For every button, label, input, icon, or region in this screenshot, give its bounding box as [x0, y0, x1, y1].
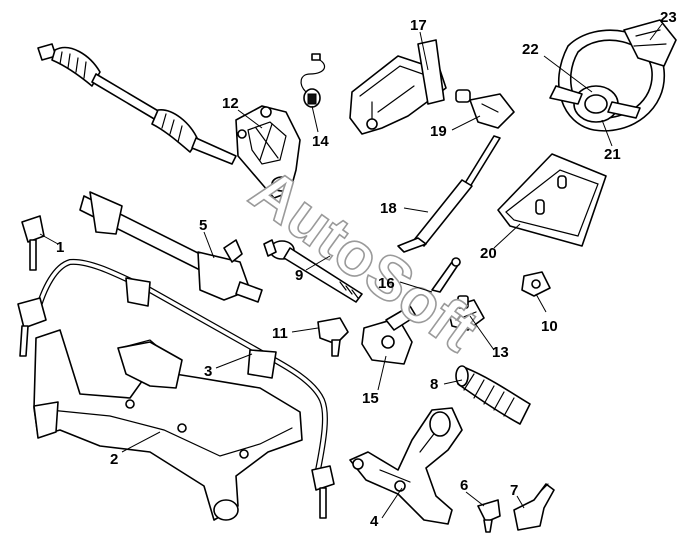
callout-12: 12 [222, 95, 239, 112]
callout-15: 15 [362, 390, 379, 407]
callout-7: 7 [510, 482, 518, 499]
tie-rod-end-stud [431, 257, 461, 293]
callout-9: 9 [295, 267, 303, 284]
callout-18: 18 [380, 200, 397, 217]
steering-shaft [397, 135, 501, 253]
callout-6: 6 [460, 477, 468, 494]
callout-13: 13 [492, 344, 509, 361]
small-bush [521, 271, 551, 297]
anti-roll-bar [17, 258, 335, 519]
callout-1: 1 [56, 239, 64, 256]
callout-2: 2 [110, 451, 118, 468]
abs-sensor [300, 53, 326, 108]
callout-17: 17 [410, 17, 427, 34]
leader-lines [39, 23, 663, 519]
steering-column-bracket [349, 39, 447, 135]
front-subframe [33, 329, 303, 521]
column-shroud [497, 153, 607, 247]
lower-ball-joint [477, 499, 501, 533]
callout-22: 22 [522, 41, 539, 58]
callout-5: 5 [199, 217, 207, 234]
mounting-bracket [361, 305, 417, 365]
callout-3: 3 [204, 363, 212, 380]
callout-4: 4 [370, 513, 379, 530]
callout-14: 14 [312, 133, 329, 150]
callout-23: 23 [660, 9, 677, 26]
tie-rod [263, 239, 363, 303]
callout-19: 19 [430, 123, 447, 140]
steering-wheel [549, 19, 677, 132]
ball-joint [317, 317, 349, 357]
steering-knuckle [235, 105, 301, 199]
callout-10: 10 [541, 318, 558, 335]
steering-rack [79, 191, 263, 303]
callout-11: 11 [272, 325, 288, 342]
callout-20: 20 [480, 245, 497, 262]
lower-control-arm [349, 407, 463, 525]
callout-numbers: 1 2 3 4 5 6 7 8 9 10 11 12 13 14 15 16 1… [56, 9, 677, 530]
column-switch [455, 89, 515, 129]
callout-8: 8 [430, 376, 438, 393]
callout-16: 16 [378, 275, 395, 292]
callout-21: 21 [604, 146, 621, 163]
clamp [513, 483, 555, 531]
rack-boot [455, 365, 531, 425]
drive-shaft [37, 43, 237, 165]
stabilizer-link-left [21, 215, 45, 271]
